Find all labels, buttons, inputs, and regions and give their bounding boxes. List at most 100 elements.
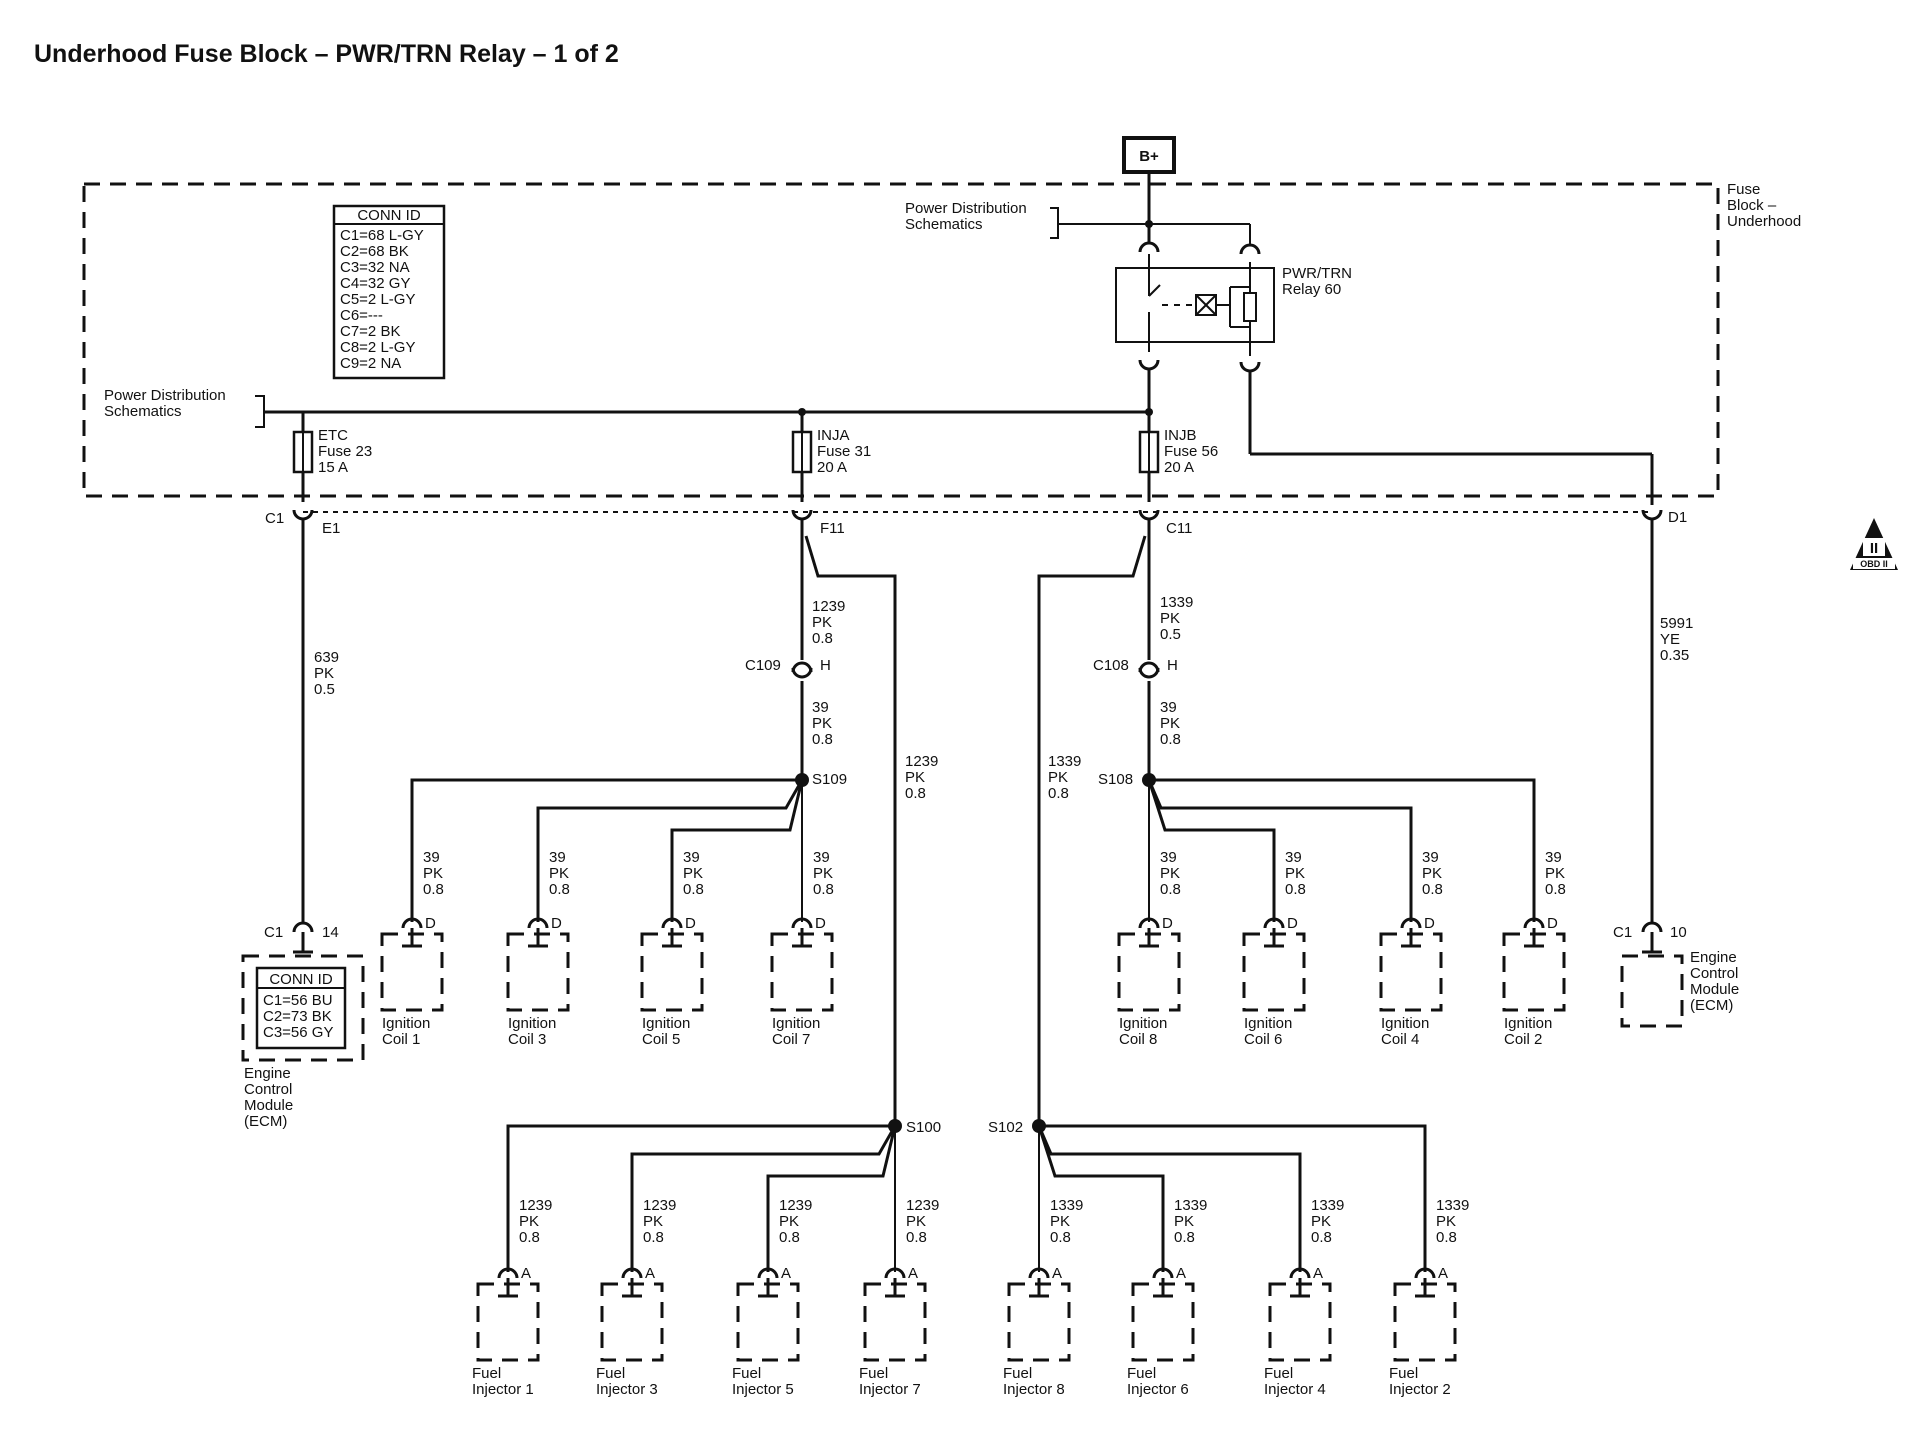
ignition-coil [380, 932, 444, 1012]
wire-label-gauge: 0.8 [1422, 881, 1443, 898]
ignition-coil [1379, 932, 1443, 1012]
svg-text:C108: C108 [1093, 657, 1129, 674]
svg-text:Control: Control [244, 1081, 292, 1098]
ignition-coil [1242, 932, 1306, 1012]
injector-label-line1: Fuel [1389, 1365, 1418, 1382]
svg-text:1239: 1239 [905, 753, 938, 770]
ecm-left: CONN ID C1=56 BU C2=73 BK C3=56 GY Engin… [241, 954, 365, 1130]
connector-c109: C109 H [745, 657, 831, 679]
coil-label-line2: Coil 4 [1381, 1031, 1419, 1048]
svg-text:C11: C11 [1166, 520, 1192, 537]
ecm-right: Engine Control Module (ECM) [1620, 949, 1739, 1028]
splice-s100-label: S100 [906, 1119, 941, 1136]
ecm-right-connector: C1 10 [1613, 921, 1687, 954]
wire-label-gauge: 0.8 [1285, 881, 1306, 898]
splice-s109-label: S109 [812, 771, 847, 788]
injector-label-line2: Injector 3 [596, 1381, 658, 1398]
relay-diode-resistor [1243, 292, 1257, 322]
fuse-block-outline [82, 182, 1720, 498]
svg-text:C1=56 BU: C1=56 BU [263, 992, 333, 1009]
fuse-inja: INJA Fuse 31 20 A [791, 412, 871, 502]
pin-label: A [908, 1265, 918, 1282]
wire-label-circuit: 39 [549, 849, 566, 866]
svg-text:CONN ID: CONN ID [357, 207, 421, 224]
pin-label: A [1438, 1265, 1448, 1282]
svg-text:C3=56 GY: C3=56 GY [263, 1024, 333, 1041]
svg-text:0.8: 0.8 [905, 785, 926, 802]
svg-text:E1: E1 [322, 520, 340, 537]
fuel-injector [736, 1282, 800, 1362]
wire-label-circuit: 39 [1160, 849, 1177, 866]
svg-text:INJB: INJB [1164, 427, 1197, 444]
svg-text:1339: 1339 [1048, 753, 1081, 770]
svg-text:5991: 5991 [1660, 615, 1693, 632]
wire-label-inja-upper: 1239 PK 0.8 [812, 598, 845, 647]
relay-switch-contact [1148, 284, 1161, 297]
splice-dot [795, 773, 809, 787]
pwr-trn-relay [1115, 267, 1275, 343]
conn-id-table-fuse-block: CONN ID C1=68 L-GY C2=68 BK C3=32 NA C4=… [332, 204, 446, 380]
svg-text:C1: C1 [265, 510, 284, 527]
coil-label-line2: Coil 1 [382, 1031, 420, 1048]
svg-text:C109: C109 [745, 657, 781, 674]
svg-text:Underhood: Underhood [1727, 213, 1801, 230]
wire-label-inj-trunk-a: 1239 PK 0.8 [905, 753, 938, 802]
svg-text:0.8: 0.8 [812, 630, 833, 647]
svg-text:Engine: Engine [244, 1065, 291, 1082]
injector-label-line1: Fuel [859, 1365, 888, 1382]
wire-label-circuit: 1239 [519, 1197, 552, 1214]
wire-label-gauge: 0.8 [1160, 881, 1181, 898]
svg-text:Module: Module [1690, 981, 1739, 998]
svg-text:H: H [820, 657, 831, 674]
svg-text:C3=32 NA: C3=32 NA [340, 259, 410, 276]
svg-text:10: 10 [1670, 924, 1687, 941]
svg-text:C2=73 BK: C2=73 BK [263, 1008, 332, 1025]
coil-label-line2: Coil 6 [1244, 1031, 1282, 1048]
coil-label-line1: Ignition [382, 1015, 430, 1032]
fuse-block-label: Fuse Block – Underhood [1727, 181, 1801, 230]
svg-text:C1: C1 [1613, 924, 1632, 941]
wire-label-color: PK [1545, 865, 1565, 882]
wire-label-circuit: 1339 [1311, 1197, 1344, 1214]
power-distribution-bracket-right [1050, 207, 1059, 239]
wire-label-circuit: 1239 [643, 1197, 676, 1214]
wire-label-d1: 5991 YE 0.35 [1660, 615, 1693, 664]
injector-label-line2: Injector 7 [859, 1381, 921, 1398]
svg-text:39: 39 [1160, 699, 1177, 716]
wire-label-circuit: 1339 [1050, 1197, 1083, 1214]
pin-label: A [781, 1265, 791, 1282]
pin-e1: C1 E1 [265, 509, 340, 537]
pin-label: A [1052, 1265, 1062, 1282]
coil-label-line2: Coil 2 [1504, 1031, 1542, 1048]
connector-c108: C108 H [1093, 657, 1178, 679]
coil-label-line2: Coil 8 [1119, 1031, 1157, 1048]
power-distribution-label-left: Power Distribution Schematics [104, 387, 226, 420]
battery-terminal [1122, 136, 1176, 174]
coil-label-line1: Ignition [1119, 1015, 1167, 1032]
svg-text:Schematics: Schematics [905, 216, 983, 233]
pin-label: A [1176, 1265, 1186, 1282]
pin-label: A [645, 1265, 655, 1282]
wire-label-circuit: 1339 [1174, 1197, 1207, 1214]
pin-label: D [1424, 915, 1435, 932]
svg-text:0.8: 0.8 [1160, 731, 1181, 748]
pin-label: D [425, 915, 436, 932]
wire-label-gauge: 0.8 [683, 881, 704, 898]
svg-text:PWR/TRN: PWR/TRN [1282, 265, 1352, 282]
svg-text:C1=68 L-GY: C1=68 L-GY [340, 227, 424, 244]
pin-label: D [1287, 915, 1298, 932]
wire-label-color: PK [906, 1213, 926, 1230]
pin-d1: D1 [1641, 509, 1687, 526]
wire-label-coil-feed-a: 39 PK 0.8 [812, 699, 833, 748]
injector-label-line1: Fuel [1127, 1365, 1156, 1382]
wire-label-color: PK [683, 865, 703, 882]
coil-label-line2: Coil 5 [642, 1031, 680, 1048]
